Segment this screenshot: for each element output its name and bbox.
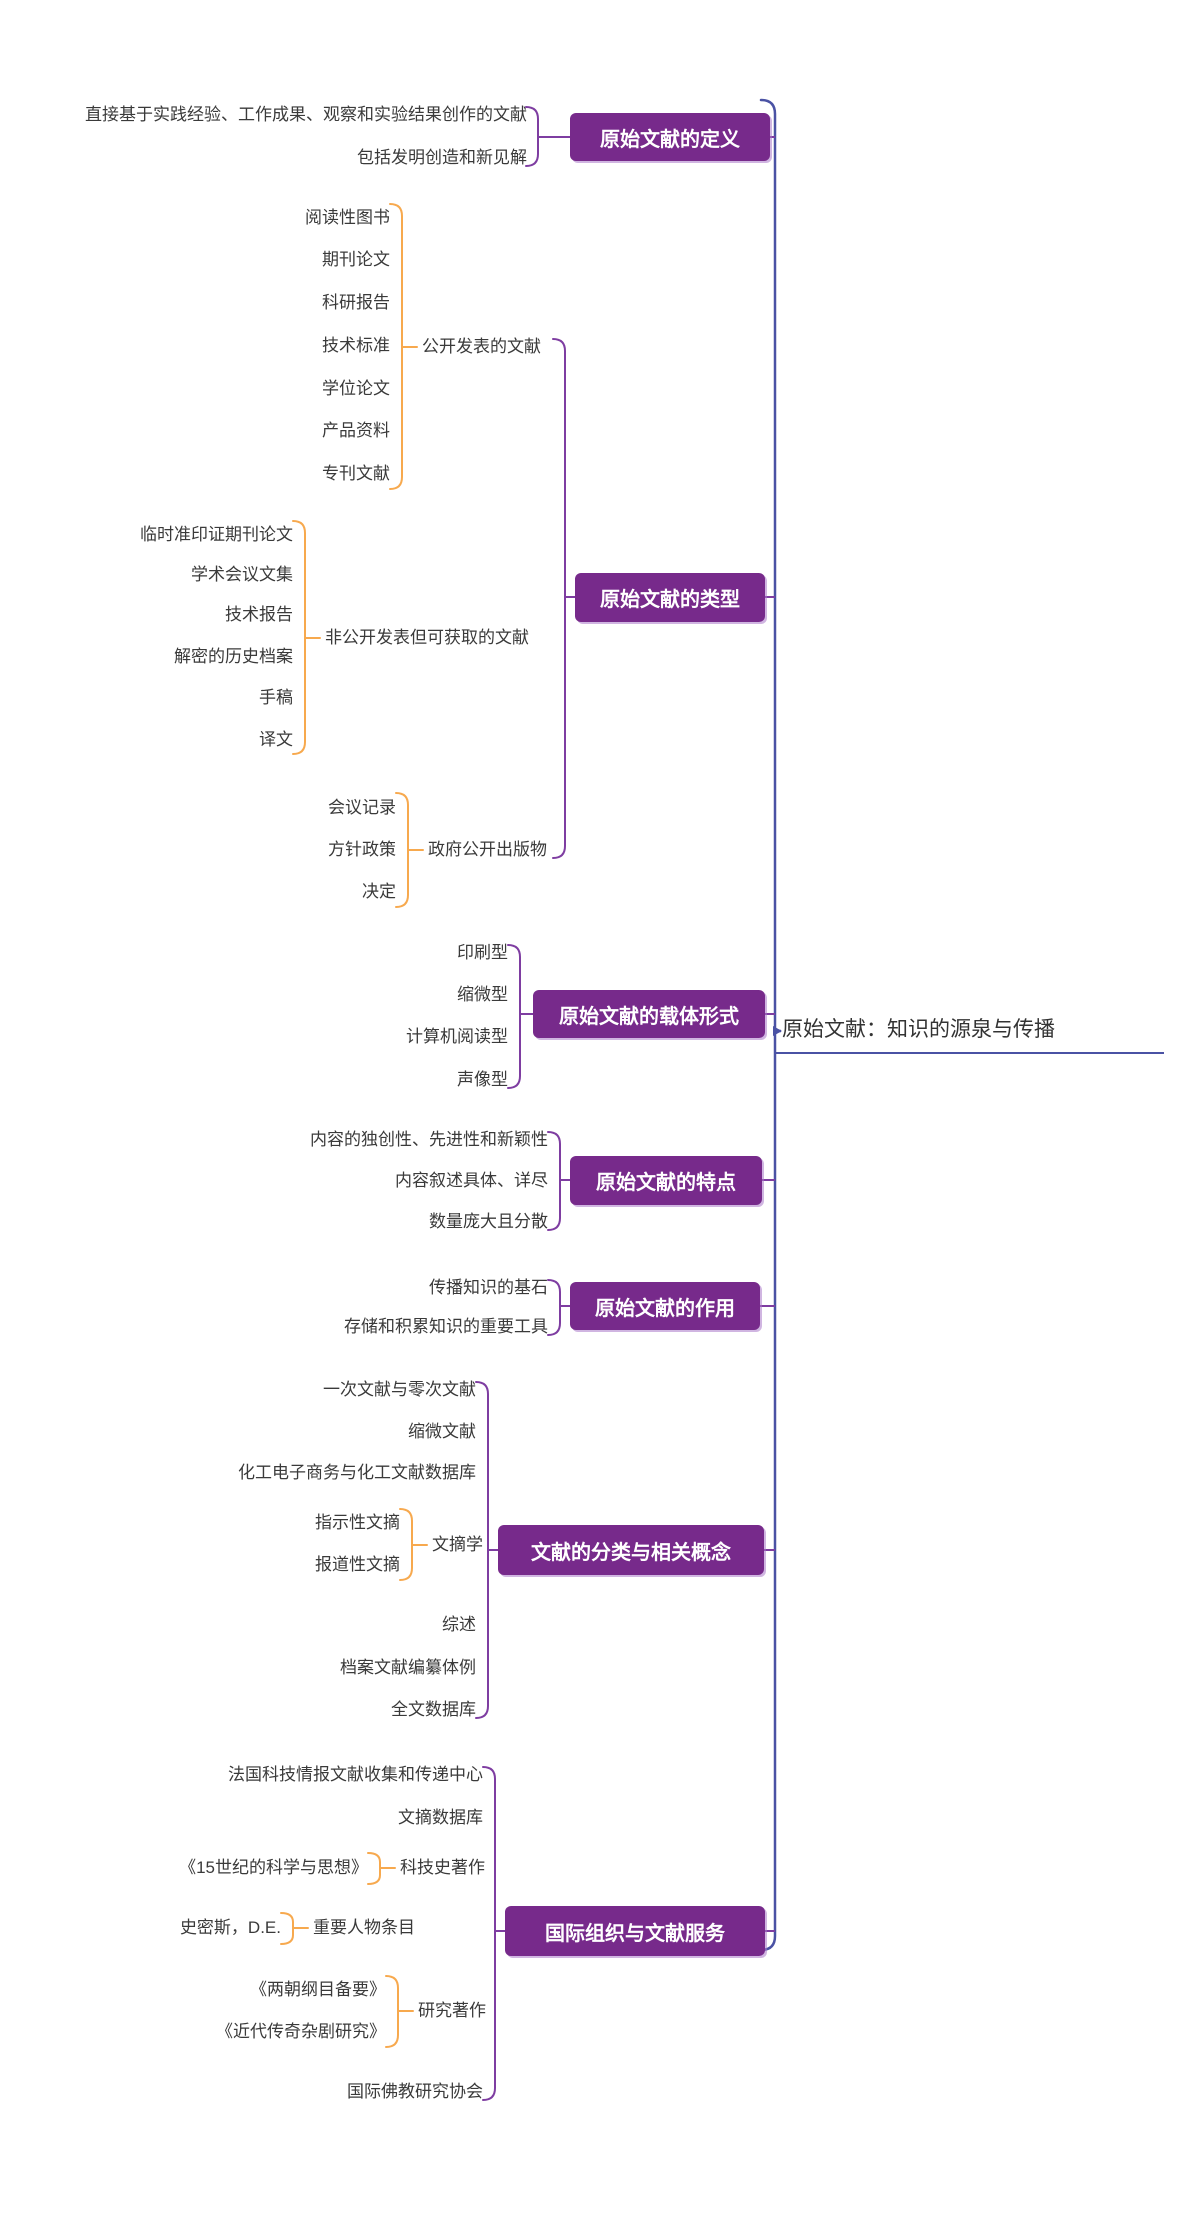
leaf-topic[interactable]: 学术会议文集	[191, 565, 293, 584]
branch-node-carrier[interactable]: 原始文献的载体形式	[533, 990, 765, 1038]
bracket-roles	[547, 1279, 571, 1336]
bracket-international	[482, 1766, 506, 2101]
leaf-topic[interactable]: 科研报告	[322, 293, 390, 312]
leaf-topic[interactable]: 手稿	[259, 688, 293, 707]
leaf-topic[interactable]: 声像型	[457, 1070, 508, 1089]
leaf-topic[interactable]: 文摘数据库	[398, 1808, 483, 1827]
leaf-topic[interactable]: 学位论文	[322, 379, 390, 398]
group-label-research-works[interactable]: 研究著作	[418, 2001, 486, 2020]
root-arrow	[773, 1026, 782, 1036]
bracket-government	[395, 792, 424, 908]
leaf-topic[interactable]: 数量庞大且分散	[429, 1212, 548, 1231]
branch-node-types[interactable]: 原始文献的类型	[575, 573, 765, 622]
leaf-topic[interactable]: 缩微型	[457, 985, 508, 1004]
branch-node-definition[interactable]: 原始文献的定义	[570, 113, 770, 161]
branch-node-roles[interactable]: 原始文献的作用	[570, 1282, 760, 1330]
leaf-topic[interactable]: 技术报告	[225, 605, 293, 624]
leaf-topic[interactable]: 化工电子商务与化工文献数据库	[238, 1463, 476, 1482]
leaf-topic[interactable]: 计算机阅读型	[406, 1027, 508, 1046]
leaf-topic[interactable]: 指示性文摘	[315, 1513, 400, 1532]
leaf-topic[interactable]: 《15世纪的科学与思想》	[179, 1858, 368, 1877]
leaf-topic[interactable]: 直接基于实践经验、工作成果、观察和实验结果创作的文献	[85, 105, 527, 124]
group-label-history-works[interactable]: 科技史著作	[400, 1858, 485, 1877]
bracket-abstracting	[399, 1508, 428, 1581]
leaf-topic[interactable]: 内容的独创性、先进性和新颖性	[310, 1130, 548, 1149]
leaf-topic[interactable]: 决定	[362, 882, 396, 901]
bracket-features	[547, 1131, 571, 1231]
leaf-topic[interactable]: 临时准印证期刊论文	[140, 525, 293, 544]
node-trunk-connectors	[760, 136, 775, 1932]
leaf-topic[interactable]: 国际佛教研究协会	[347, 2082, 483, 2101]
leaf-topic[interactable]: 包括发明创造和新见解	[357, 148, 527, 167]
leaf-topic[interactable]: 《近代传奇杂剧研究》	[216, 2022, 386, 2041]
leaf-topic[interactable]: 史密斯，D.E.	[179, 1918, 281, 1937]
leaf-topic[interactable]: 《两朝纲目备要》	[250, 1980, 386, 1999]
bracket-history-works	[367, 1852, 396, 1885]
leaf-topic[interactable]: 存储和积累知识的重要工具	[344, 1317, 548, 1336]
leaf-topic[interactable]: 报道性文摘	[315, 1555, 400, 1574]
leaf-topic[interactable]: 阅读性图书	[305, 208, 390, 227]
leaf-topic[interactable]: 一次文献与零次文献	[323, 1380, 476, 1399]
branch-node-classification[interactable]: 文献的分类与相关概念	[498, 1525, 764, 1575]
root-topic[interactable]: 原始文献：知识的源泉与传播	[782, 1018, 1055, 1041]
leaf-topic[interactable]: 产品资料	[322, 421, 390, 440]
bracket-definition	[525, 106, 571, 167]
leaf-topic[interactable]: 译文	[259, 730, 293, 749]
leaf-topic[interactable]: 专刊文献	[322, 464, 390, 483]
trunk-line	[759, 98, 777, 1952]
leaf-topic[interactable]: 方针政策	[328, 840, 396, 859]
leaf-topic[interactable]: 档案文献编纂体例	[340, 1658, 476, 1677]
bracket-carrier	[507, 944, 534, 1089]
bracket-research-works	[385, 1975, 414, 2048]
bracket-types	[552, 338, 576, 859]
leaf-topic[interactable]: 印刷型	[457, 943, 508, 962]
bracket-classification	[475, 1381, 499, 1719]
leaf-topic[interactable]: 内容叙述具体、详尽	[395, 1171, 548, 1190]
leaf-topic[interactable]: 综述	[442, 1615, 476, 1634]
group-label-government[interactable]: 政府公开出版物	[428, 840, 547, 859]
group-label-unpublished[interactable]: 非公开发表但可获取的文献	[325, 628, 529, 647]
bracket-unpublished	[292, 520, 321, 755]
leaf-topic[interactable]: 传播知识的基石	[429, 1278, 548, 1297]
leaf-topic[interactable]: 技术标准	[322, 336, 390, 355]
leaf-topic[interactable]: 缩微文献	[408, 1422, 476, 1441]
group-label-published[interactable]: 公开发表的文献	[422, 337, 541, 356]
leaf-topic[interactable]: 解密的历史档案	[174, 647, 293, 666]
leaf-topic[interactable]: 期刊论文	[322, 250, 390, 269]
bracket-published	[389, 203, 418, 490]
branch-node-international[interactable]: 国际组织与文献服务	[505, 1906, 765, 1956]
leaf-topic[interactable]: 全文数据库	[391, 1700, 476, 1719]
leaf-topic[interactable]: 会议记录	[328, 798, 396, 817]
branch-node-features[interactable]: 原始文献的特点	[570, 1156, 762, 1205]
group-label-abstracting[interactable]: 文摘学	[432, 1535, 483, 1554]
bracket-key-person	[280, 1912, 309, 1945]
group-label-key-person[interactable]: 重要人物条目	[313, 1918, 415, 1937]
leaf-topic[interactable]: 法国科技情报文献收集和传递中心	[228, 1765, 483, 1784]
